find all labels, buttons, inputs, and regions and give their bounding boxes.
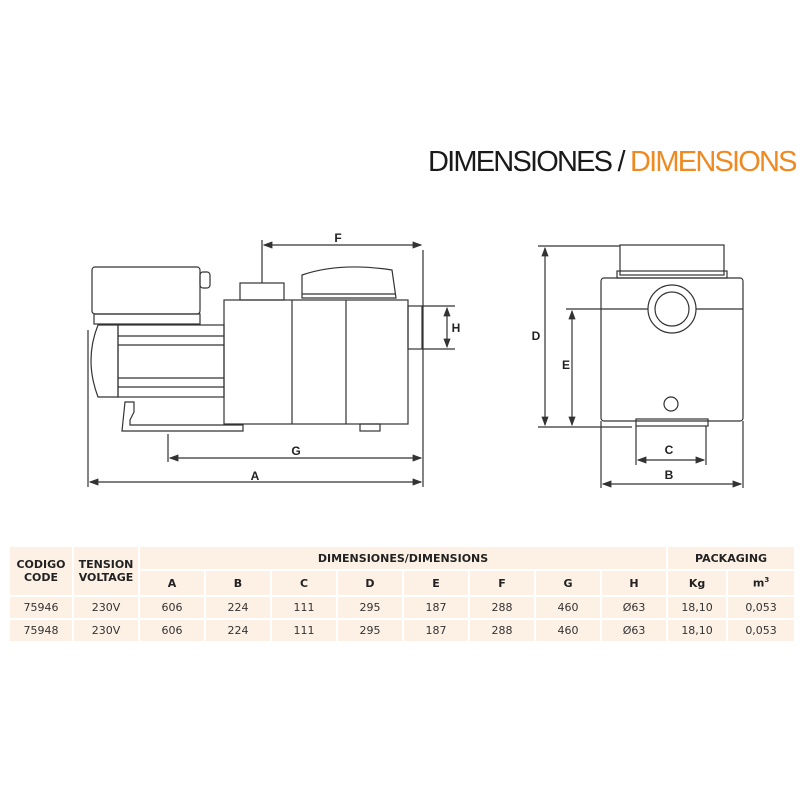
front-body <box>600 277 744 422</box>
page-title: DIMENSIONES / DIMENSIONS <box>428 146 797 179</box>
label-E: E <box>562 358 570 372</box>
cell: 224 <box>204 595 272 620</box>
cell: 460 <box>534 618 602 643</box>
cell: Ø63 <box>599 595 669 620</box>
fan-cover <box>90 324 119 398</box>
col-C: C <box>270 569 338 597</box>
label-F: F <box>334 231 341 245</box>
label-B: B <box>665 468 674 482</box>
col-kg: Kg <box>666 569 729 597</box>
col-E: E <box>402 569 470 597</box>
cell: 18,10 <box>666 618 729 643</box>
cell: 460 <box>534 595 602 620</box>
header-packaging: PACKAGING <box>666 545 797 571</box>
col-G: G <box>534 569 602 597</box>
cell: 288 <box>468 618 536 643</box>
label-H: H <box>452 321 461 335</box>
cell: 0,053 <box>726 595 797 620</box>
label-A: A <box>251 469 260 483</box>
title-english: DIMENSIONS <box>630 146 797 178</box>
cell: 75946 <box>8 595 74 620</box>
pump-side-view <box>90 266 423 432</box>
pump-body <box>223 299 409 425</box>
cell: 18,10 <box>666 595 729 620</box>
cell: 230V <box>72 618 140 643</box>
title-spanish: DIMENSIONES / <box>428 146 626 178</box>
cell: 224 <box>204 618 272 643</box>
label-C: C <box>665 443 674 457</box>
cell: 111 <box>270 595 338 620</box>
cell: 288 <box>468 595 536 620</box>
cell: 187 <box>402 618 470 643</box>
col-F: F <box>468 569 536 597</box>
header-dimensions: DIMENSIONES/DIMENSIONS <box>137 545 669 571</box>
dimension-drawing: F H G A D E C B <box>87 231 744 488</box>
pump-front-view <box>600 244 744 427</box>
col-D: D <box>336 569 404 597</box>
cell: 187 <box>402 595 470 620</box>
terminal-box <box>91 266 201 315</box>
label-D: D <box>532 329 541 343</box>
col-B: B <box>204 569 272 597</box>
cell: 111 <box>270 618 338 643</box>
label-G: G <box>291 444 300 458</box>
cell: 606 <box>138 595 206 620</box>
cell: 606 <box>138 618 206 643</box>
cell: 75948 <box>8 618 74 643</box>
cell: 295 <box>336 618 404 643</box>
cell: Ø63 <box>599 618 669 643</box>
cell: 295 <box>336 595 404 620</box>
strainer-lid <box>301 266 397 299</box>
pump-base <box>121 401 244 432</box>
col-m3: m3 <box>726 569 797 597</box>
cell: 230V <box>72 595 140 620</box>
dimension-lines <box>87 240 744 488</box>
cell: 0,053 <box>726 618 797 643</box>
col-A: A <box>138 569 206 597</box>
col-H: H <box>599 569 669 597</box>
